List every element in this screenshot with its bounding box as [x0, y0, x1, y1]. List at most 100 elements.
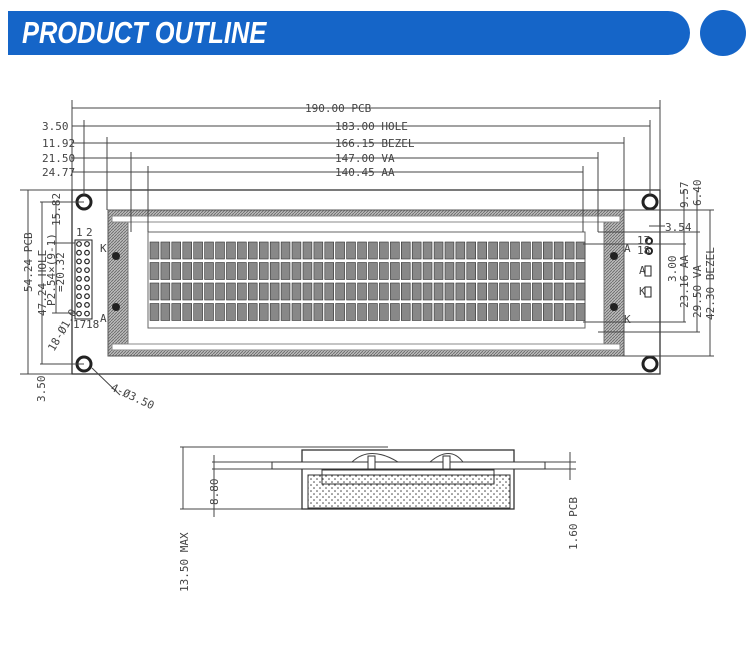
character-cell	[455, 241, 466, 260]
character-cell	[149, 262, 160, 280]
character-cell	[553, 303, 564, 321]
character-cell	[280, 241, 291, 260]
side-view: 13.50 MAX 8.80 1.60 PCB	[178, 446, 580, 592]
character-cell	[488, 282, 498, 301]
character-cell	[335, 303, 345, 321]
character-cell	[357, 241, 367, 260]
dot-matrix-display	[149, 241, 586, 321]
pin-hole	[76, 275, 82, 282]
character-cell	[357, 303, 367, 321]
character-cell	[346, 241, 356, 260]
pad-k: K	[639, 285, 646, 298]
character-cell	[237, 303, 247, 321]
character-cell	[215, 282, 225, 301]
section-title: PRODUCT OUTLINE	[22, 15, 267, 50]
led-k-label-right: K	[624, 313, 631, 326]
character-cell	[390, 303, 400, 321]
character-cell	[564, 303, 575, 321]
dimension-lines	[20, 100, 714, 396]
pin-hole	[76, 258, 82, 265]
character-cell	[466, 282, 476, 301]
character-cell	[564, 282, 575, 301]
character-cell	[171, 262, 182, 280]
character-cell	[379, 262, 389, 280]
character-cell	[542, 282, 553, 301]
character-cell	[455, 303, 466, 321]
character-cell	[335, 241, 345, 260]
character-cell	[346, 303, 356, 321]
character-cell	[258, 282, 269, 301]
character-cell	[411, 282, 422, 301]
character-cell	[302, 262, 313, 280]
character-cell	[379, 241, 389, 260]
dim-3-00: 3.00	[666, 256, 679, 283]
character-cell	[488, 303, 498, 321]
character-cell	[204, 241, 214, 260]
character-cell	[302, 282, 313, 301]
pcb-side	[271, 461, 546, 470]
character-cell	[499, 241, 509, 260]
character-cell	[477, 262, 487, 280]
character-cell	[542, 262, 553, 280]
character-cell	[390, 282, 400, 301]
character-cell	[510, 241, 520, 260]
character-cell	[444, 241, 455, 260]
dim-pcb-thickness: 1.60 PCB	[567, 497, 580, 550]
pin2-label: 2	[86, 226, 93, 239]
character-cell	[237, 241, 247, 260]
character-cell	[411, 262, 422, 280]
character-cell	[564, 262, 575, 280]
character-cell	[433, 282, 444, 301]
character-cell	[204, 262, 214, 280]
character-cell	[433, 262, 444, 280]
character-cell	[335, 262, 345, 280]
character-cell	[400, 262, 411, 280]
character-cell	[422, 241, 433, 260]
character-cell	[258, 303, 269, 321]
character-cell	[532, 262, 542, 280]
pin-hole	[84, 275, 90, 282]
dim-va-width: 147.00 VA	[335, 152, 395, 165]
character-cell	[532, 303, 542, 321]
character-cell	[269, 282, 280, 301]
character-cell	[400, 303, 411, 321]
dim-max-height: 13.50 MAX	[178, 532, 191, 592]
character-cell	[455, 262, 466, 280]
dim-bottom-offset: 3.50	[35, 376, 48, 403]
dim-pin-pitch: P2.54×(9-1)	[45, 233, 58, 306]
pin-hole	[84, 241, 90, 247]
character-cell	[280, 303, 291, 321]
pin1-label: 1	[76, 226, 83, 239]
backlight	[307, 474, 511, 509]
dim-bezel-width: 166.15 BEZEL	[335, 137, 415, 150]
pin-hole	[84, 310, 90, 317]
character-cell	[248, 241, 258, 260]
character-cell	[564, 241, 575, 260]
character-cell	[400, 282, 411, 301]
pin-hole	[76, 241, 82, 247]
character-cell	[488, 262, 498, 280]
character-cell	[248, 262, 258, 280]
character-cell	[521, 303, 531, 321]
character-cell	[542, 241, 553, 260]
character-cell	[466, 262, 476, 280]
led-a-label-right: A	[624, 242, 631, 255]
character-cell	[182, 303, 193, 321]
dim-aa-offset: 24.77	[42, 166, 75, 179]
dim-3-54: 3.54	[665, 221, 692, 234]
character-cell	[204, 282, 214, 301]
character-cell	[302, 303, 313, 321]
character-cell	[324, 262, 334, 280]
character-cell	[291, 262, 302, 280]
character-cell	[171, 241, 182, 260]
character-cell	[346, 262, 356, 280]
character-cell	[532, 241, 542, 260]
dim-6-40: 6.40	[691, 180, 704, 207]
pad-a: A	[639, 264, 646, 277]
character-cell	[193, 241, 203, 260]
pin-hole	[76, 249, 82, 256]
dim-aa-width: 140.45 AA	[335, 166, 395, 179]
character-cell	[269, 241, 280, 260]
pin-hole	[76, 293, 82, 300]
